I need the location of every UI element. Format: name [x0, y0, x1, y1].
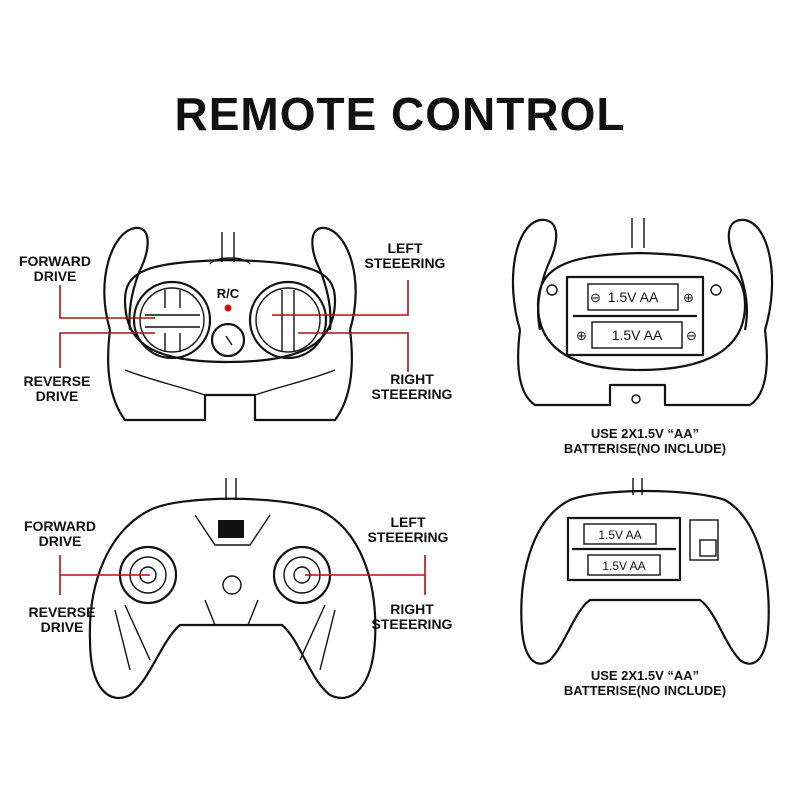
battery-note-line2: BATTERISE(NO INCLUDE)	[564, 441, 726, 456]
power-indicator-light	[224, 304, 232, 312]
gamepad-label-left-steering: LEFT	[391, 514, 426, 530]
gamepad-remote-front	[88, 478, 377, 700]
label-forward-drive: FORWARD	[19, 253, 91, 269]
svg-text:⊕: ⊕	[576, 328, 587, 343]
rc-logo: R/C	[217, 286, 240, 301]
wheel-remote-front: R/C	[103, 226, 357, 422]
page-title: REMOTE CONTROL	[175, 88, 626, 140]
gamepad-battery-note-line2: BATTERISE(NO INCLUDE)	[564, 683, 726, 698]
svg-text:⊖: ⊖	[590, 290, 601, 305]
gamepad-remote-back: 1.5V AA 1.5V AA	[520, 478, 770, 665]
label-right-steering-2: STEEERING	[372, 386, 453, 402]
gamepad-label-reverse-drive: REVERSE	[29, 604, 96, 620]
gamepad-label-forward-drive-2: DRIVE	[39, 533, 82, 549]
battery-note-line1: USE 2X1.5V “AA”	[591, 426, 699, 441]
label-left-steering: LEFT	[388, 240, 423, 256]
gamepad-label-forward-drive: FORWARD	[24, 518, 96, 534]
label-left-steering-2: STEEERING	[365, 255, 446, 271]
gamepad-battery-label-1: 1.5V AA	[598, 528, 641, 542]
brand-logo-icon	[218, 520, 244, 538]
label-forward-drive-2: DRIVE	[34, 268, 77, 284]
gamepad-battery-note-line1: USE 2X1.5V “AA”	[591, 668, 699, 683]
battery-label-1: 1.5V AA	[608, 289, 659, 305]
gamepad-label-reverse-drive-2: DRIVE	[41, 619, 84, 635]
wheel-remote-back: ⊖ ⊕ ⊕ ⊖ 1.5V AA 1.5V AA	[511, 218, 774, 407]
gamepad-label-right-steering: RIGHT	[390, 601, 434, 617]
gamepad-battery-label-2: 1.5V AA	[602, 559, 645, 573]
battery-label-2: 1.5V AA	[612, 327, 663, 343]
gamepad-leader-lines	[59, 555, 426, 595]
svg-text:⊖: ⊖	[686, 328, 697, 343]
wheel-remote-leader-lines	[59, 280, 409, 372]
label-right-steering: RIGHT	[390, 371, 434, 387]
label-reverse-drive-2: DRIVE	[36, 388, 79, 404]
gamepad-label-right-steering-2: STEEERING	[372, 616, 453, 632]
svg-text:⊕: ⊕	[683, 290, 694, 305]
gamepad-label-left-steering-2: STEEERING	[368, 529, 449, 545]
label-reverse-drive: REVERSE	[24, 373, 91, 389]
